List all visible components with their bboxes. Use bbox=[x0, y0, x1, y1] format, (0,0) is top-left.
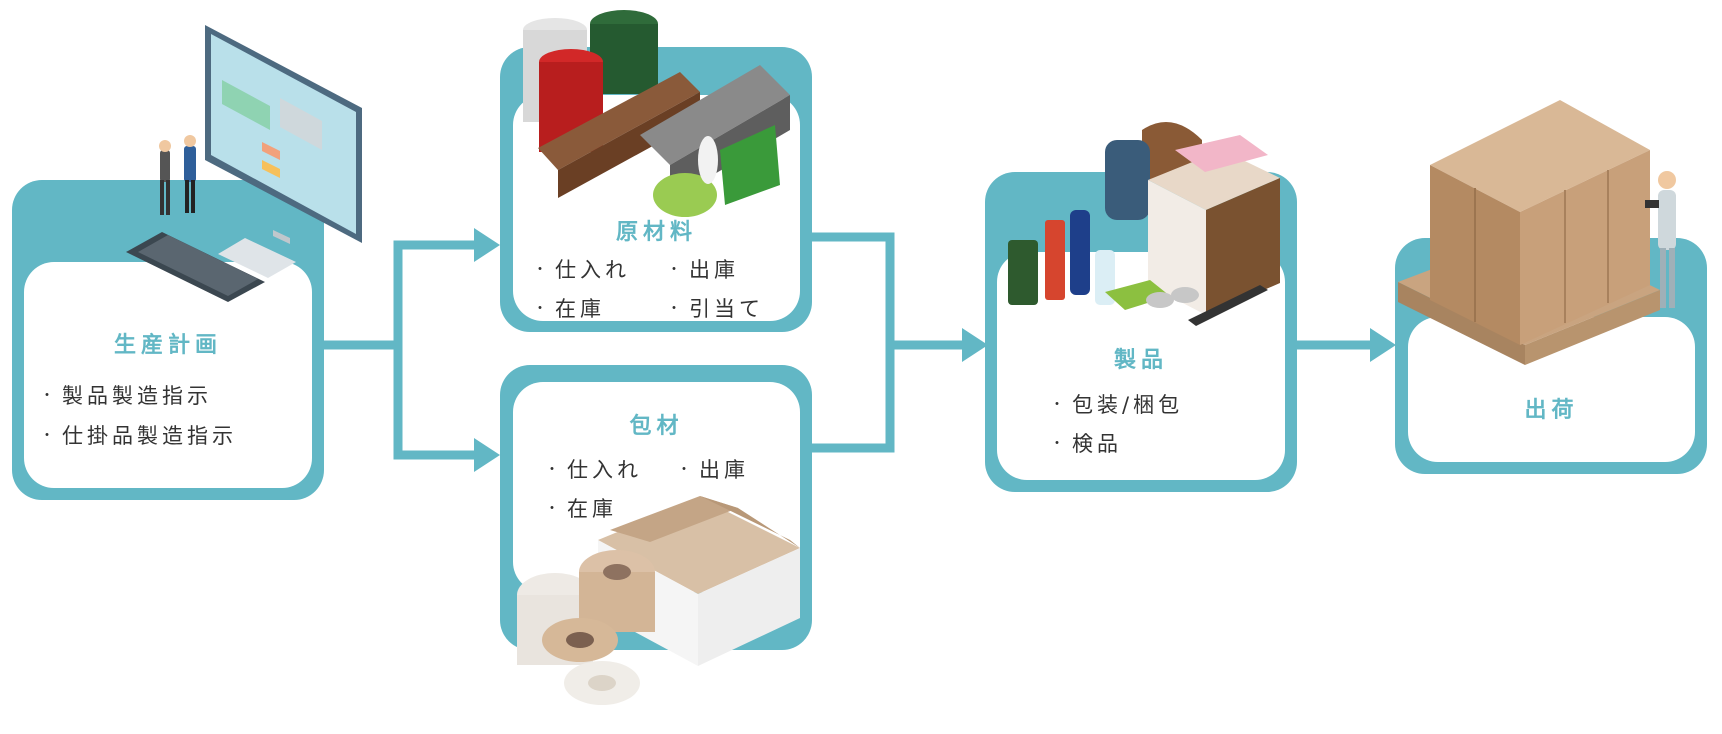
arrowhead-shipping bbox=[1370, 328, 1396, 362]
list-item: ・仕入れ bbox=[533, 258, 630, 282]
planning-panel bbox=[24, 262, 312, 488]
raw-materials-title: 原材料 bbox=[615, 220, 697, 245]
list-item: ・出庫 bbox=[677, 458, 749, 482]
list-item: ・仕入れ bbox=[545, 458, 642, 482]
arrowhead-raw bbox=[474, 228, 500, 262]
packaging-title: 包材 bbox=[629, 414, 684, 439]
arrowhead-products bbox=[962, 328, 988, 362]
list-item: ・検品 bbox=[1050, 432, 1122, 456]
arrowhead-packaging bbox=[474, 438, 500, 472]
products-title: 製品 bbox=[1113, 348, 1168, 373]
connector-to-packaging bbox=[393, 345, 478, 460]
list-item: ・在庫 bbox=[533, 297, 605, 321]
shipping-title: 出荷 bbox=[1524, 398, 1579, 423]
list-item: ・在庫 bbox=[545, 497, 617, 521]
connector-packaging-merge bbox=[810, 345, 895, 453]
planning-title: 生産計画 bbox=[113, 333, 222, 358]
list-item: ・引当て bbox=[667, 297, 764, 321]
list-item: ・製品製造指示 bbox=[40, 384, 212, 408]
connector-to-raw bbox=[393, 240, 478, 345]
list-item: ・仕掛品製造指示 bbox=[40, 424, 237, 448]
list-item: ・包装/梱包 bbox=[1050, 393, 1184, 417]
list-item: ・出庫 bbox=[667, 258, 739, 282]
connector-raw-merge bbox=[810, 232, 895, 345]
